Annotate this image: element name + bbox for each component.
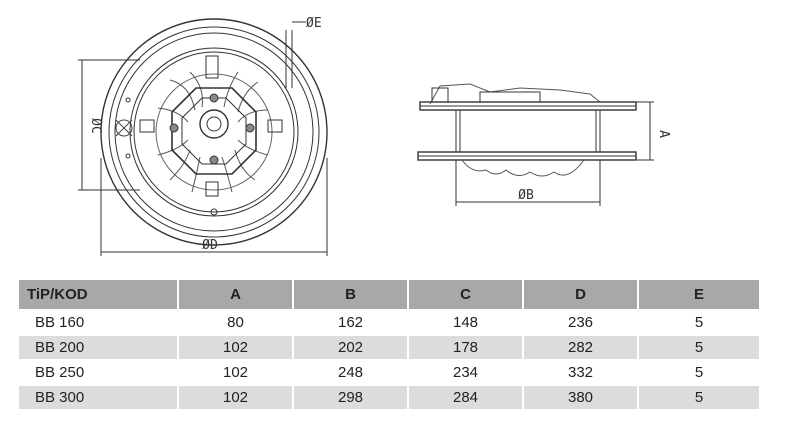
cell-type: BB 160 (19, 311, 177, 334)
side-view (417, 83, 654, 206)
cell-type: BB 250 (19, 361, 177, 384)
cell-a: 80 (179, 311, 292, 334)
label-dimension-a: A (656, 130, 671, 138)
header-a: A (179, 280, 292, 309)
label-diameter-b: ØB (518, 188, 534, 203)
front-view (78, 18, 328, 256)
cell-e: 5 (639, 386, 759, 409)
header-e: E (639, 280, 759, 309)
cell-e: 5 (639, 361, 759, 384)
spec-table: TiP/KOD A B C D E BB 160 80 162 148 236 … (17, 278, 761, 411)
cell-a: 102 (179, 336, 292, 359)
cell-b: 202 (294, 336, 407, 359)
cell-type: BB 300 (19, 386, 177, 409)
header-d: D (524, 280, 637, 309)
cell-e: 5 (639, 311, 759, 334)
header-type: TiP/KOD (19, 280, 177, 309)
label-diameter-e: ØE (306, 16, 322, 31)
table-row: BB 160 80 162 148 236 5 (19, 311, 759, 334)
header-b: B (294, 280, 407, 309)
label-diameter-d: ØD (202, 238, 218, 253)
cell-a: 102 (179, 386, 292, 409)
cell-d: 332 (524, 361, 637, 384)
cell-type: BB 200 (19, 336, 177, 359)
cell-c: 148 (409, 311, 522, 334)
cell-b: 162 (294, 311, 407, 334)
table-row: BB 300 102 298 284 380 5 (19, 386, 759, 409)
header-c: C (409, 280, 522, 309)
cell-b: 248 (294, 361, 407, 384)
cell-c: 234 (409, 361, 522, 384)
cell-a: 102 (179, 361, 292, 384)
cell-d: 380 (524, 386, 637, 409)
cell-c: 284 (409, 386, 522, 409)
cell-e: 5 (639, 336, 759, 359)
table-header-row: TiP/KOD A B C D E (19, 280, 759, 309)
cell-d: 236 (524, 311, 637, 334)
cell-b: 298 (294, 386, 407, 409)
table-row: BB 250 102 248 234 332 5 (19, 361, 759, 384)
cell-d: 282 (524, 336, 637, 359)
cell-c: 178 (409, 336, 522, 359)
label-diameter-c: ØC (88, 118, 103, 134)
table-row: BB 200 102 202 178 282 5 (19, 336, 759, 359)
technical-drawing: ØE ØC ØD ØB A (78, 16, 671, 256)
